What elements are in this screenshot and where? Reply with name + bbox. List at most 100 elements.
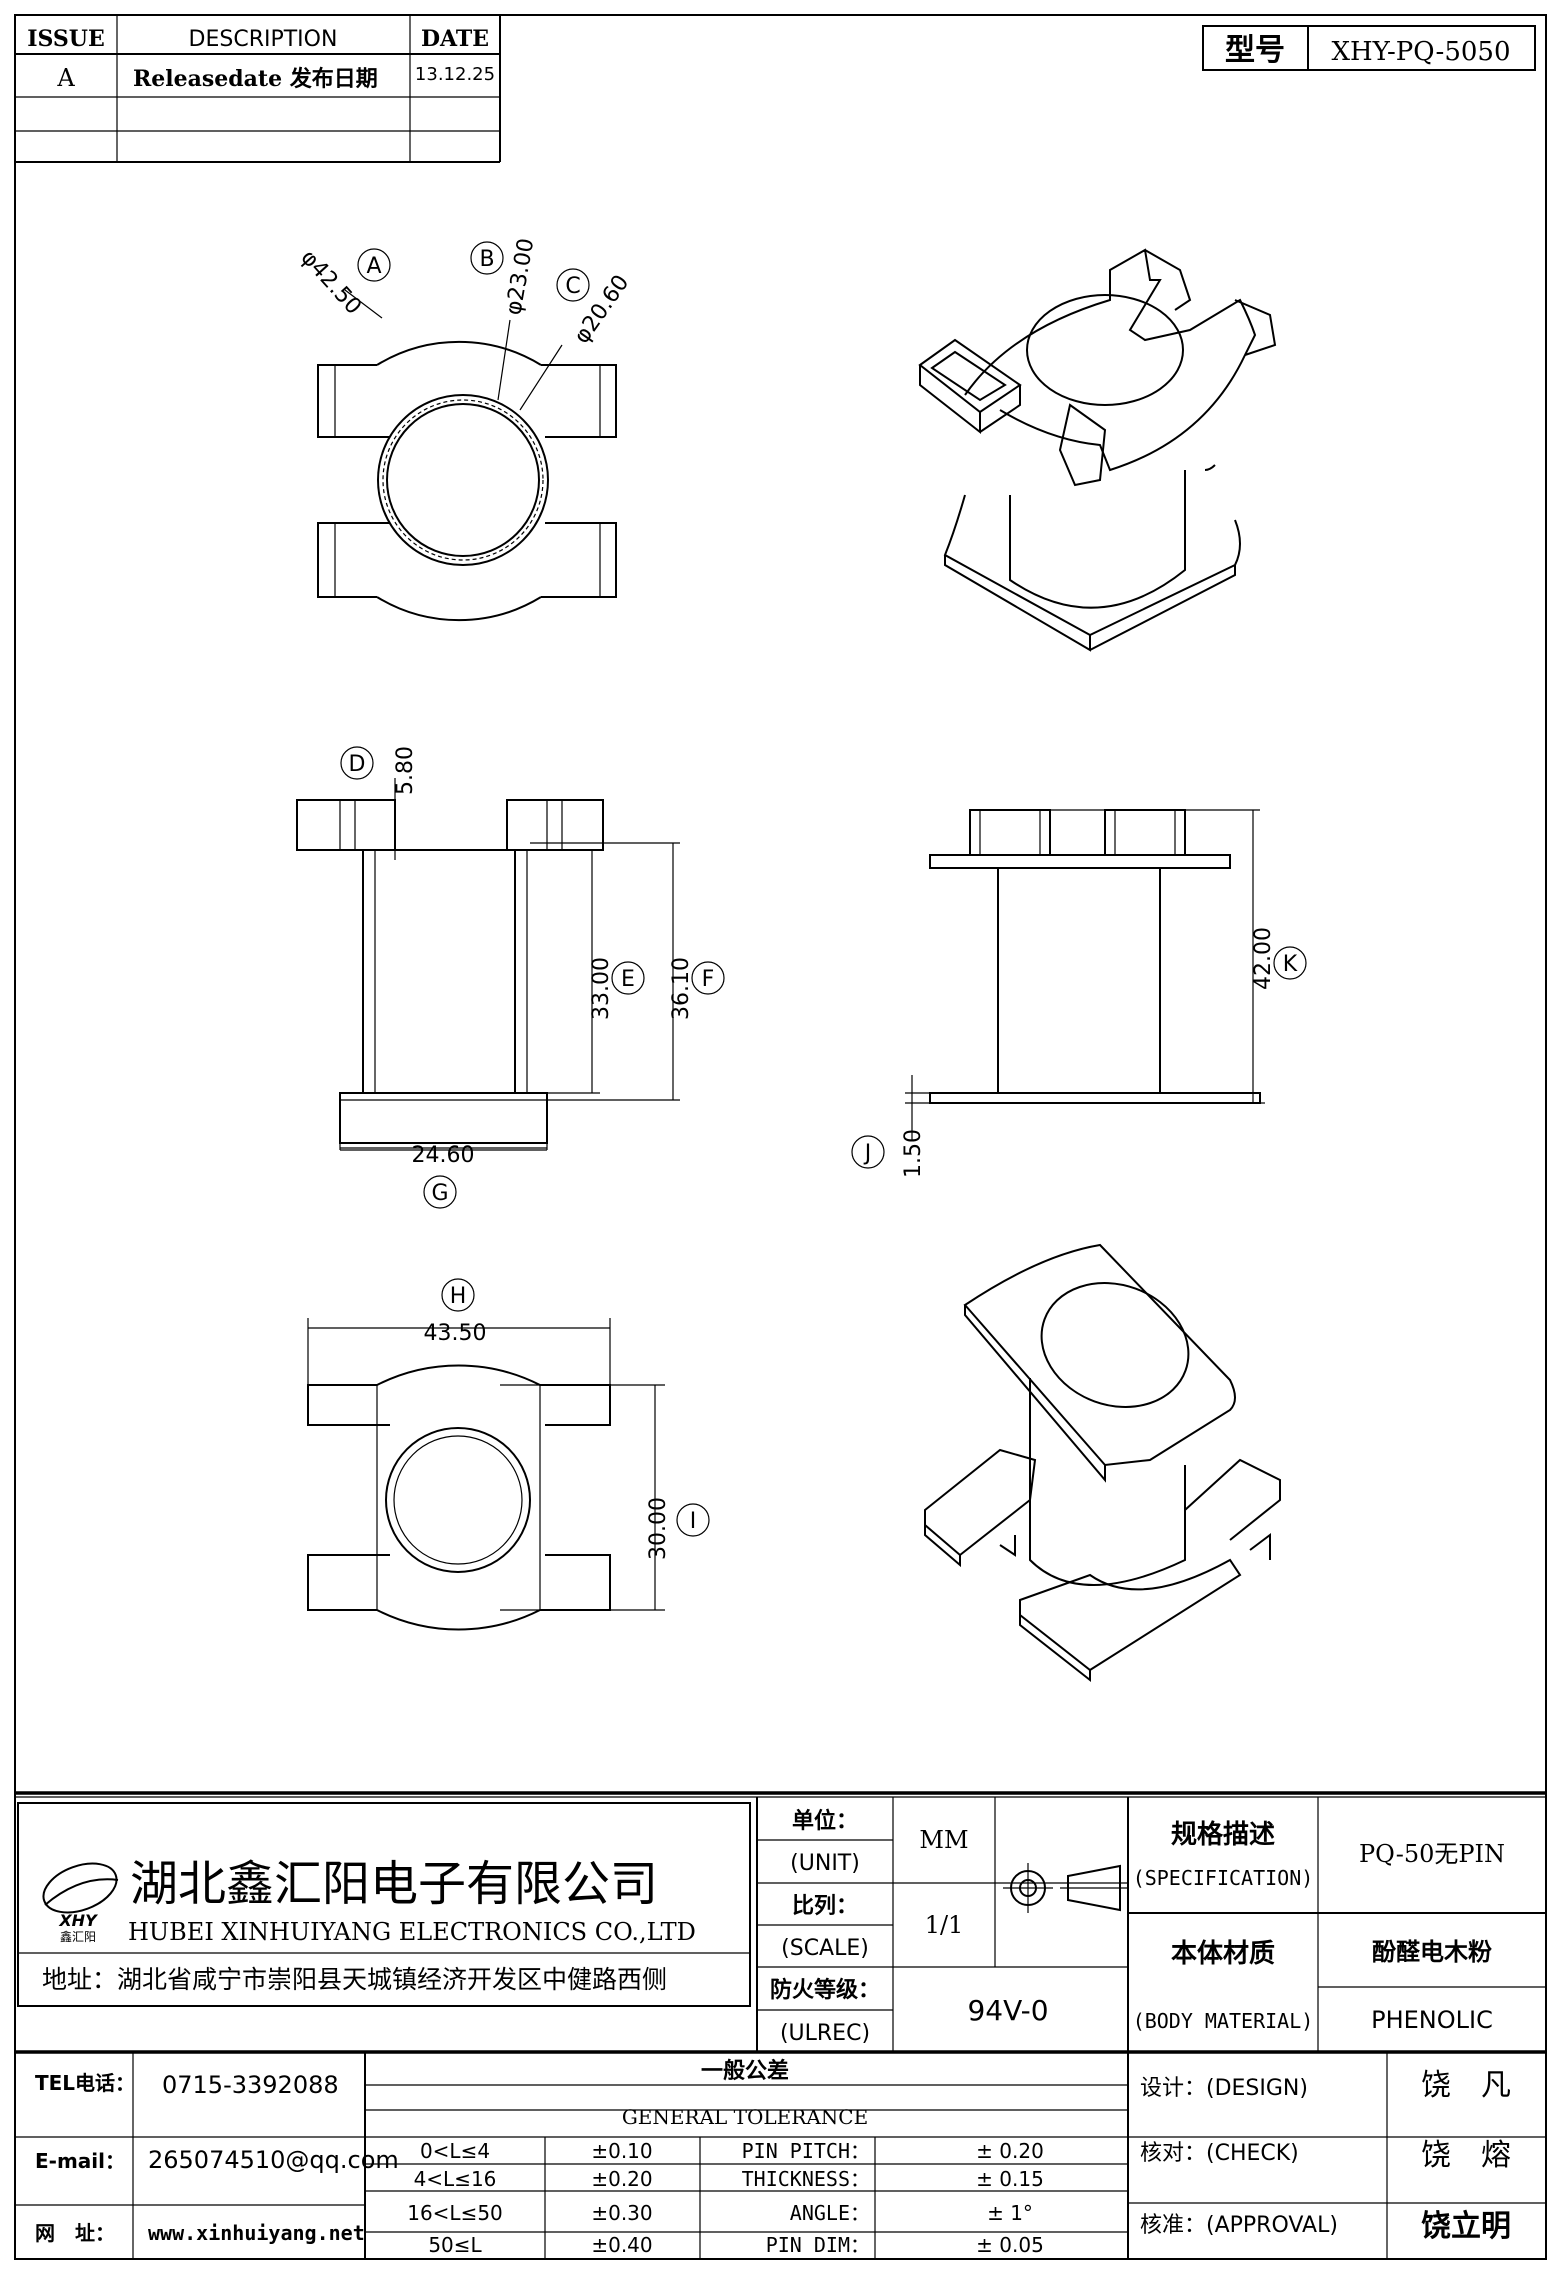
tolerance-row: 16<L≤50 ±0.30 ANGLE： ± 1° [407, 2201, 1033, 2225]
dim-F-id: F [702, 967, 715, 992]
top-view: A φ42.50 B φ23.00 C φ20.60 [296, 236, 634, 622]
company-name-en: HUBEI XINHUIYANG ELECTRONICS CO.,LTD [128, 1918, 696, 1946]
dim-G-id: G [431, 1181, 448, 1206]
dim-E-value: 33.00 [589, 957, 614, 1020]
tol-value: ±0.20 [591, 2167, 652, 2191]
email-label: E-mail： [35, 2149, 125, 2173]
design-label: 设计：(DESIGN) [1140, 2076, 1308, 2101]
check-value: 饶 熔 [1421, 2138, 1511, 2173]
material-label: 本体材质 [1171, 1939, 1275, 1969]
unit-value: MM [919, 1826, 968, 1854]
ulrec-value: 94V-0 [967, 1994, 1048, 2027]
spec-value: PQ-50无PIN [1359, 1840, 1505, 1868]
dim-A-id: A [366, 254, 381, 279]
model-value: XHY-PQ-5050 [1332, 37, 1511, 67]
dim-K-value: 42.00 [1251, 927, 1276, 990]
dim-C: C φ20.60 [556, 268, 634, 348]
tol-value: ±0.40 [591, 2233, 652, 2257]
tol-value: ±0.30 [591, 2201, 652, 2225]
title-block: XHY 鑫汇阳 湖北鑫汇阳电子有限公司 HUBEI XINHUIYANG ELE… [15, 1791, 1546, 2259]
dim-B: B φ23.00 [470, 236, 539, 317]
issue-row-description: Releasedate 发布日期 [133, 66, 378, 92]
unit-label: 单位： [792, 1808, 858, 1834]
scale-label: 比列： [792, 1894, 858, 1919]
dim-D-value: 5.80 [393, 746, 418, 795]
company-logo: XHY 鑫汇阳 [42, 1862, 119, 1944]
dim-K: K 42.00 [1251, 927, 1307, 990]
tel-label: TEL电话： [35, 2071, 135, 2095]
dim-A: A φ42.50 [296, 245, 391, 320]
dim-I-id: I [690, 1509, 697, 1534]
tol-item: THICKNESS： [742, 2167, 870, 2191]
tol-item: ANGLE： [790, 2201, 870, 2225]
description-header: DESCRIPTION [189, 27, 338, 52]
model-box: 型号 XHY-PQ-5050 [1202, 25, 1536, 71]
logo-text: XHY [58, 1911, 98, 1930]
tol-item: PIN PITCH： [742, 2139, 870, 2163]
tol-item-value: ± 0.15 [976, 2167, 1044, 2191]
tolerance-row: 0<L≤4 ±0.10 PIN PITCH： ± 0.20 [420, 2139, 1044, 2163]
spec-label-en: (SPECIFICATION) [1133, 1866, 1314, 1890]
tol-item-value: ± 0.05 [976, 2233, 1044, 2257]
tol-value: ±0.10 [591, 2139, 652, 2163]
dim-B-value: φ23.00 [501, 236, 539, 317]
tol-range: 4<L≤16 [414, 2167, 497, 2191]
ulrec-label: 防火等级： [770, 1977, 880, 2003]
tolerance-row: 50≤L ±0.40 PIN DIM： ± 0.05 [428, 2233, 1044, 2257]
tol-range: 16<L≤50 [407, 2201, 503, 2225]
dim-D-id: D [349, 752, 366, 777]
approval-label: 核准：(APPROVAL) [1140, 2213, 1338, 2238]
tol-item-value: ± 0.20 [976, 2139, 1044, 2163]
material-value-en: PHENOLIC [1371, 2006, 1493, 2034]
dim-F: F 36.10 [669, 957, 725, 1020]
dim-F-value: 36.10 [669, 957, 694, 1020]
tol-range: 0<L≤4 [420, 2139, 490, 2163]
web-label: 网 址： [35, 2221, 115, 2245]
tel-value: 0715-3392088 [162, 2071, 339, 2099]
issue-row-date: 13.12.25 [415, 64, 495, 85]
design-value: 饶 凡 [1421, 2068, 1511, 2103]
scale-value: 1/1 [925, 1911, 964, 1939]
dim-K-id: K [1283, 952, 1298, 977]
dim-A-value: φ42.50 [296, 245, 366, 319]
dim-E: E 33.00 [589, 957, 645, 1020]
approval-value: 饶立明 [1421, 2209, 1511, 2244]
dim-G: 24.60 G [340, 1143, 547, 1209]
dim-H: H 43.50 [424, 1278, 487, 1346]
tol-item-value: ± 1° [987, 2201, 1033, 2225]
side-view: K 42.00 J 1.50 [851, 809, 1307, 1178]
dim-B-id: B [479, 247, 494, 272]
date-header: DATE [421, 26, 489, 52]
iso-view-bottom [924, 1243, 1281, 1683]
iso-view-top [918, 248, 1277, 652]
company-address: 地址：湖北省咸宁市崇阳县天城镇经济开发区中健路西侧 [42, 1965, 667, 1994]
dim-H-id: H [450, 1284, 467, 1309]
check-label: 核对：(CHECK) [1140, 2141, 1299, 2166]
email-value: 265074510@qq.com [148, 2146, 399, 2174]
material-label-en: (BODY MATERIAL) [1133, 2009, 1314, 2033]
projection-symbol-icon [1003, 1863, 1128, 1913]
unit-label-en: (UNIT) [790, 1851, 860, 1876]
scale-label-en: (SCALE) [781, 1936, 869, 1961]
ulrec-label-en: (ULREC) [780, 2021, 870, 2046]
spec-label: 规格描述 [1171, 1819, 1275, 1850]
tolerance-row: 4<L≤16 ±0.20 THICKNESS： ± 0.15 [414, 2167, 1044, 2191]
company-name-cn: 湖北鑫汇阳电子有限公司 [130, 1856, 658, 1912]
tolerance-title-en: GENERAL TOLERANCE [622, 2105, 868, 2129]
front-view: D 5.80 E 33.00 F 36.10 24.60 G [296, 746, 725, 1209]
dim-I: I 30.00 [646, 1497, 710, 1560]
dim-I-value: 30.00 [646, 1497, 671, 1560]
dim-J-id: J [863, 1141, 872, 1166]
bottom-view: H 43.50 I 30.00 [307, 1278, 710, 1631]
dim-J-value: 1.50 [901, 1129, 926, 1178]
dim-C-id: C [565, 274, 580, 299]
tol-item: PIN DIM： [766, 2233, 870, 2257]
tolerance-title-cn: 一般公差 [701, 2058, 789, 2084]
issue-table: ISSUE DESCRIPTION DATE A Releasedate 发布日… [15, 15, 501, 163]
dim-D: D 5.80 [340, 746, 418, 795]
dim-E-id: E [621, 967, 635, 992]
issue-row-issue: A [56, 64, 75, 92]
dim-H-value: 43.50 [424, 1321, 487, 1346]
logo-sub: 鑫汇阳 [60, 1929, 96, 1944]
